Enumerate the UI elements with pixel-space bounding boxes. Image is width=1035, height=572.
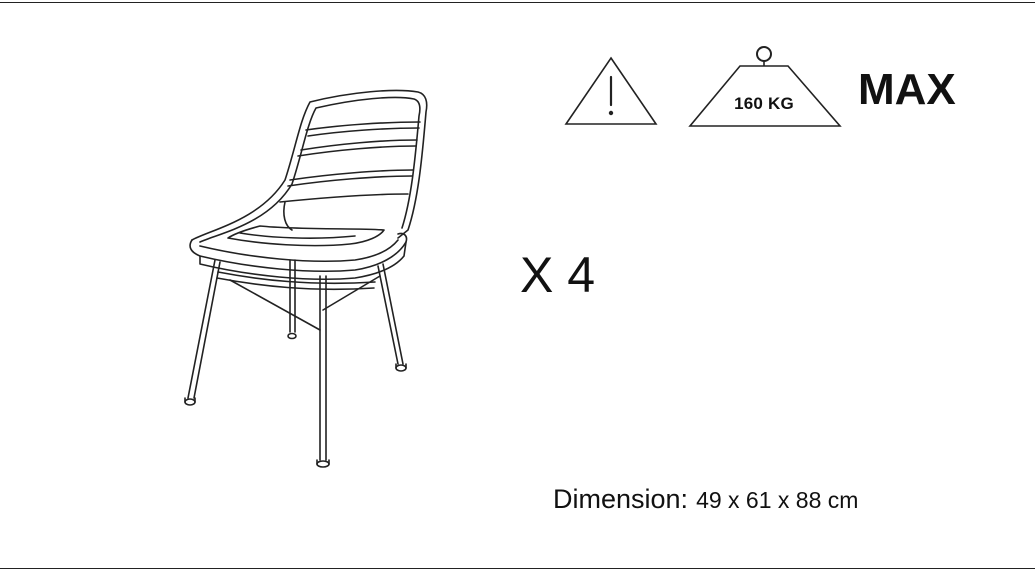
quantity-label: X 4 <box>520 247 596 303</box>
top-rule <box>0 2 1035 3</box>
weight-icon <box>688 46 842 127</box>
dimension-label: Dimension: <box>553 484 689 514</box>
dimension-line: Dimension: 49 x 61 x 88 cm <box>553 484 858 515</box>
warning-triangle-icon <box>564 56 658 125</box>
bottom-rule <box>0 568 1035 569</box>
max-label: MAX <box>858 65 956 114</box>
dimension-value: 49 x 61 x 88 cm <box>696 487 859 513</box>
chair-illustration <box>184 89 428 468</box>
weight-limit-label: 160 KG <box>734 94 794 113</box>
